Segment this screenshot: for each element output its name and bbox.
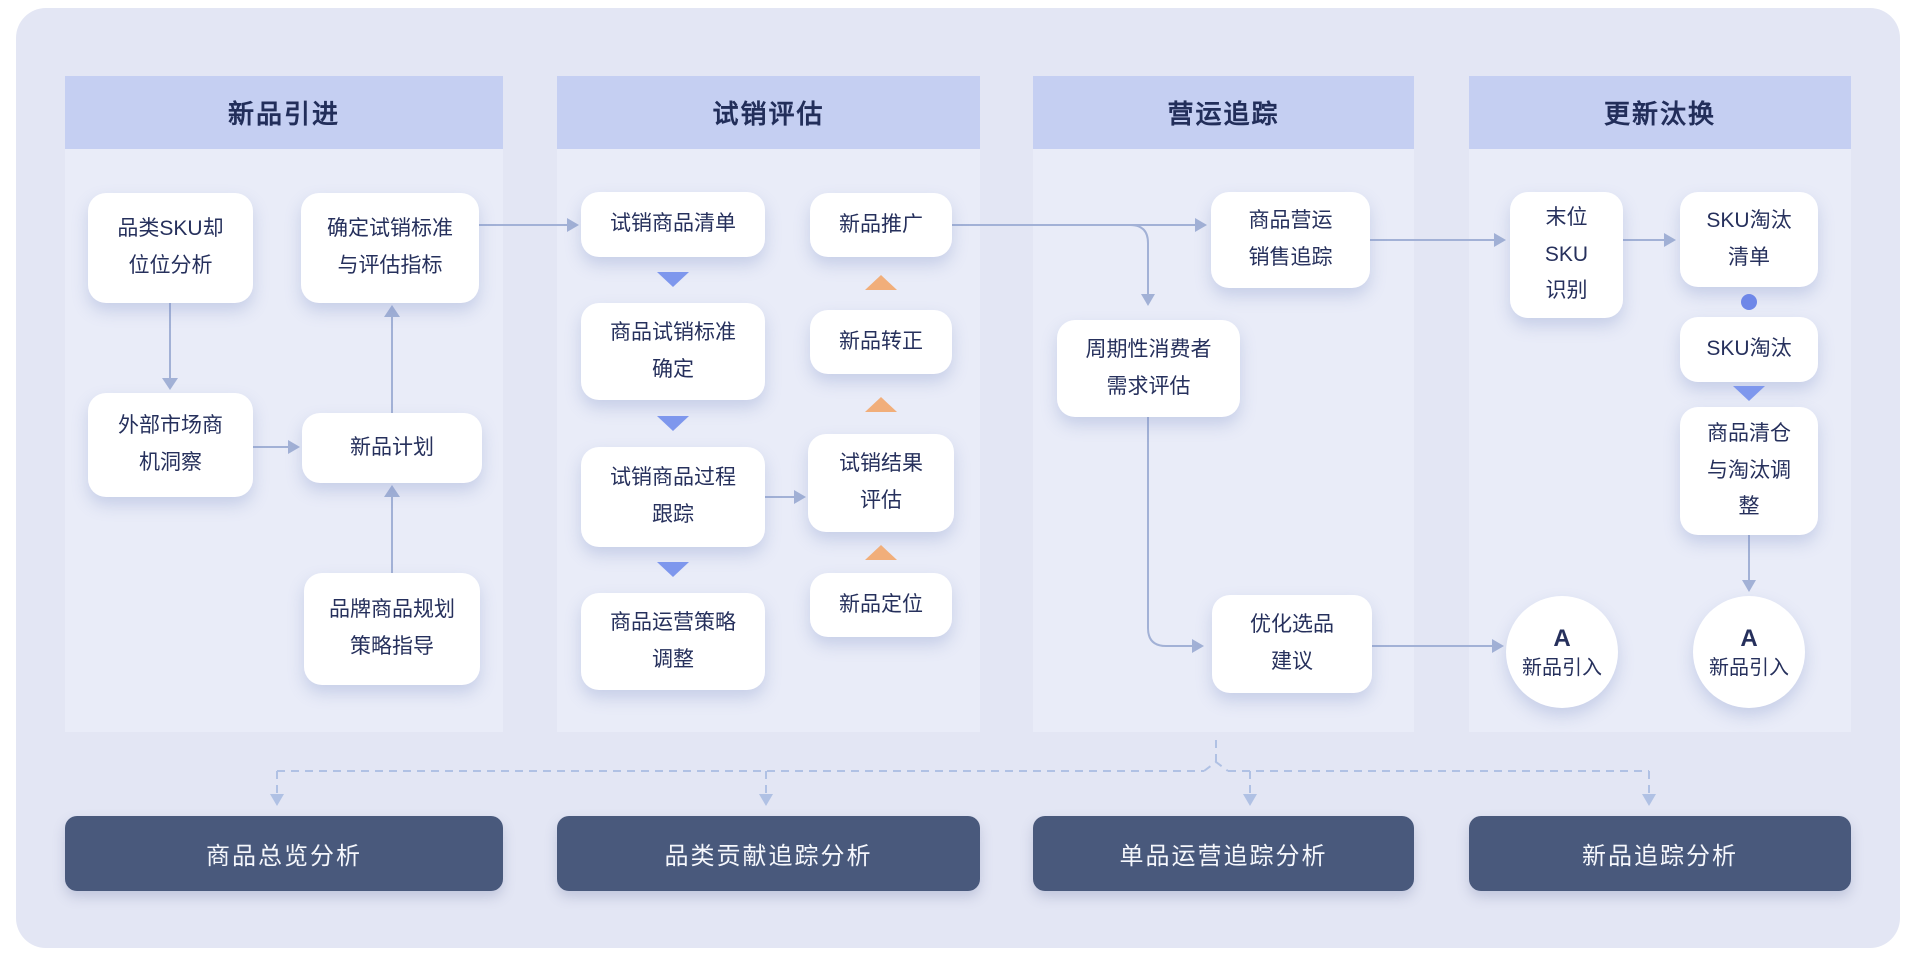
node-new-product-confirmation: 新品转正 bbox=[810, 310, 952, 374]
node-selection-optimization: 优化选品 建议 bbox=[1212, 595, 1372, 693]
node-clearance-adjustment: 商品清仓 与淘汰调 整 bbox=[1680, 407, 1818, 535]
node-brand-planning-guidance: 品牌商品规划 策略指导 bbox=[304, 573, 480, 685]
node-trial-process-tracking: 试销商品过程 跟踪 bbox=[581, 447, 765, 547]
analysis-button-new-product-tracking[interactable]: 新品追踪分析 bbox=[1469, 816, 1851, 891]
node-new-product-plan: 新品计划 bbox=[302, 413, 482, 483]
column-header-trial: 试销评估 bbox=[557, 76, 980, 149]
down-triangle-icon bbox=[1733, 386, 1765, 401]
node-sku-elimination: SKU淘汰 bbox=[1680, 317, 1818, 382]
node-new-product-intro-circle-1: A 新品引入 bbox=[1506, 596, 1618, 708]
circle-label: 新品引入 bbox=[1522, 656, 1602, 679]
circle-letter: A bbox=[1740, 625, 1758, 653]
down-triangle-icon bbox=[657, 416, 689, 431]
up-triangle-icon bbox=[865, 545, 897, 560]
node-category-sku-slot-analysis: 品类SKU却 位位分析 bbox=[88, 193, 253, 303]
node-trial-criteria-confirm: 商品试销标准 确定 bbox=[581, 303, 765, 400]
down-triangle-icon bbox=[657, 272, 689, 287]
column-header-intro: 新品引进 bbox=[65, 76, 503, 149]
node-external-market-insight: 外部市场商 机洞察 bbox=[88, 393, 253, 497]
column-header-operation: 营运追踪 bbox=[1033, 76, 1414, 149]
column-header-renewal: 更新汰换 bbox=[1469, 76, 1851, 149]
down-triangle-icon bbox=[657, 562, 689, 577]
node-sku-elimination-list: SKU淘汰 清单 bbox=[1680, 192, 1818, 287]
node-trial-product-list: 试销商品清单 bbox=[581, 192, 765, 257]
node-operation-strategy-adjust: 商品运营策略 调整 bbox=[581, 593, 765, 690]
node-new-product-promotion: 新品推广 bbox=[810, 193, 952, 257]
node-trial-result-evaluation: 试销结果 评估 bbox=[808, 434, 954, 532]
analysis-button-category-contribution[interactable]: 品类贡献追踪分析 bbox=[557, 816, 980, 891]
up-triangle-icon bbox=[865, 275, 897, 290]
analysis-button-overview[interactable]: 商品总览分析 bbox=[65, 816, 503, 891]
node-trial-standard-definition: 确定试销标准 与评估指标 bbox=[301, 193, 479, 303]
node-new-product-positioning: 新品定位 bbox=[810, 573, 952, 637]
dot-connector-icon bbox=[1741, 294, 1757, 310]
node-sales-tracking: 商品营运 销售追踪 bbox=[1211, 192, 1370, 288]
node-bottom-sku-identify: 末位 SKU 识别 bbox=[1510, 192, 1623, 318]
up-triangle-icon bbox=[865, 397, 897, 412]
circle-label: 新品引入 bbox=[1709, 656, 1789, 679]
node-periodic-consumer-demand: 周期性消费者 需求评估 bbox=[1057, 320, 1240, 417]
node-new-product-intro-circle-2: A 新品引入 bbox=[1693, 596, 1805, 708]
circle-letter: A bbox=[1553, 625, 1571, 653]
analysis-button-item-operation[interactable]: 单品运营追踪分析 bbox=[1033, 816, 1414, 891]
